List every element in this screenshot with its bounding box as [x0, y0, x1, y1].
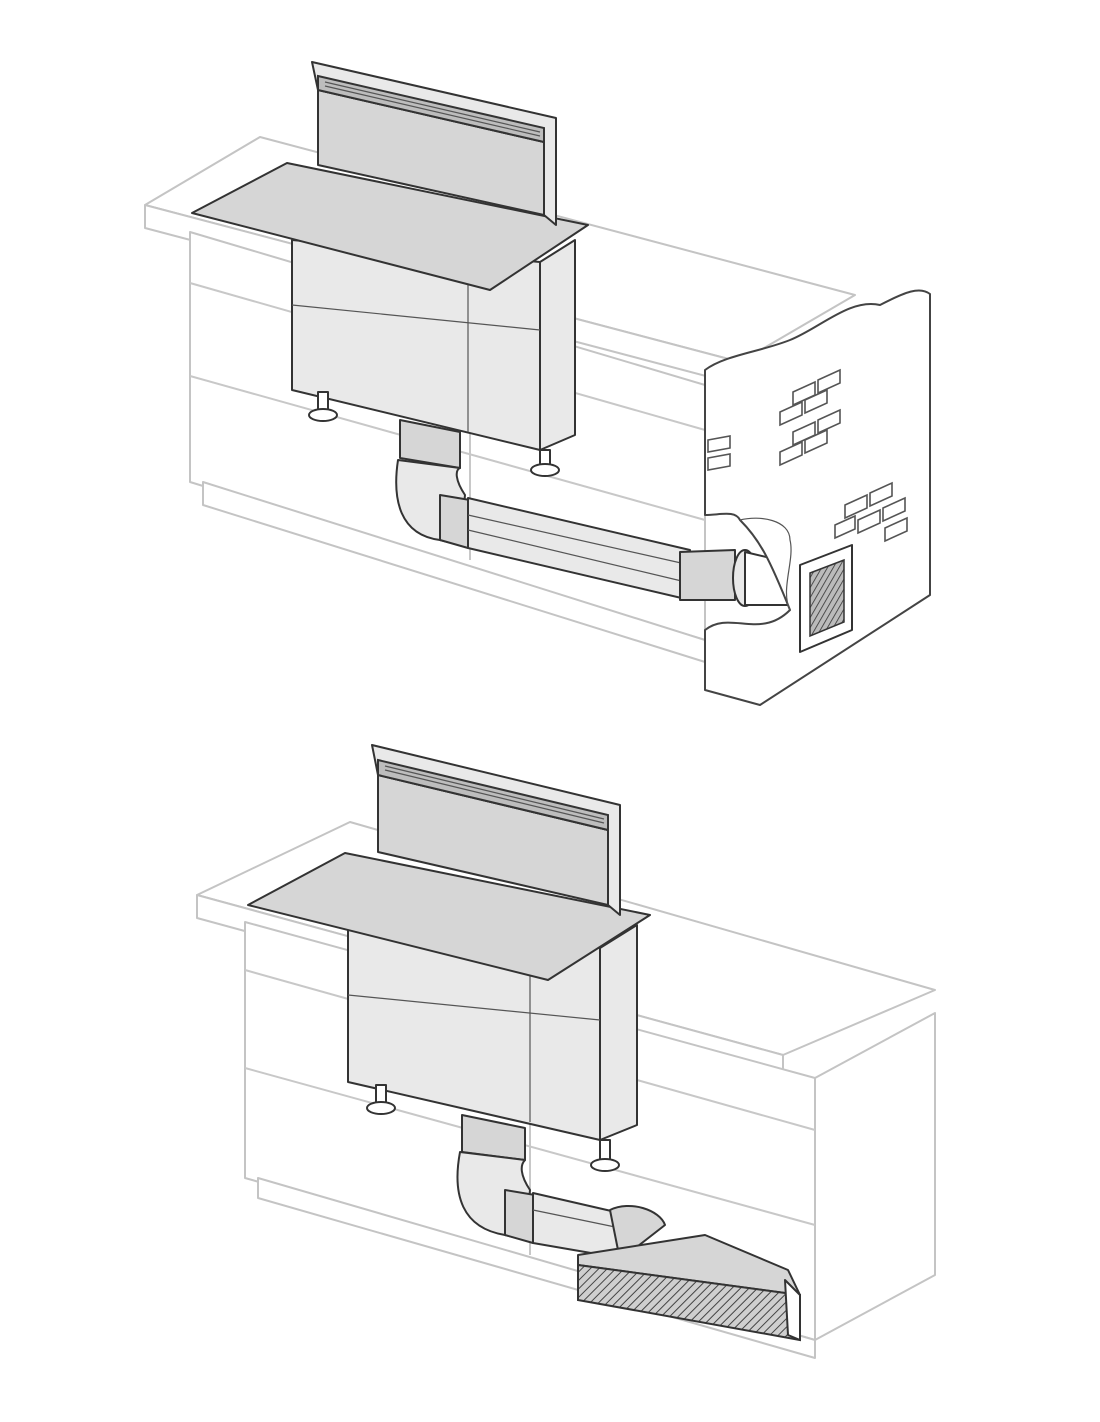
downdraft-extractor	[371, 744, 621, 916]
masonry-wall	[704, 289, 931, 706]
adjustable-feet	[366, 1084, 620, 1172]
duct-run	[395, 419, 801, 607]
downdraft-housing	[347, 924, 638, 1141]
duct-run	[456, 1114, 666, 1261]
downdraft-extractor	[311, 61, 557, 226]
panel-plinth-outlet	[196, 744, 936, 1359]
cooktop-glass	[191, 162, 589, 291]
brick-pattern	[707, 368, 908, 543]
adjustable-feet	[308, 391, 560, 477]
plinth-vent	[577, 1234, 801, 1342]
wall-grille	[809, 558, 845, 638]
cooktop-glass	[247, 852, 651, 981]
panel-wall-outlet	[144, 61, 931, 706]
